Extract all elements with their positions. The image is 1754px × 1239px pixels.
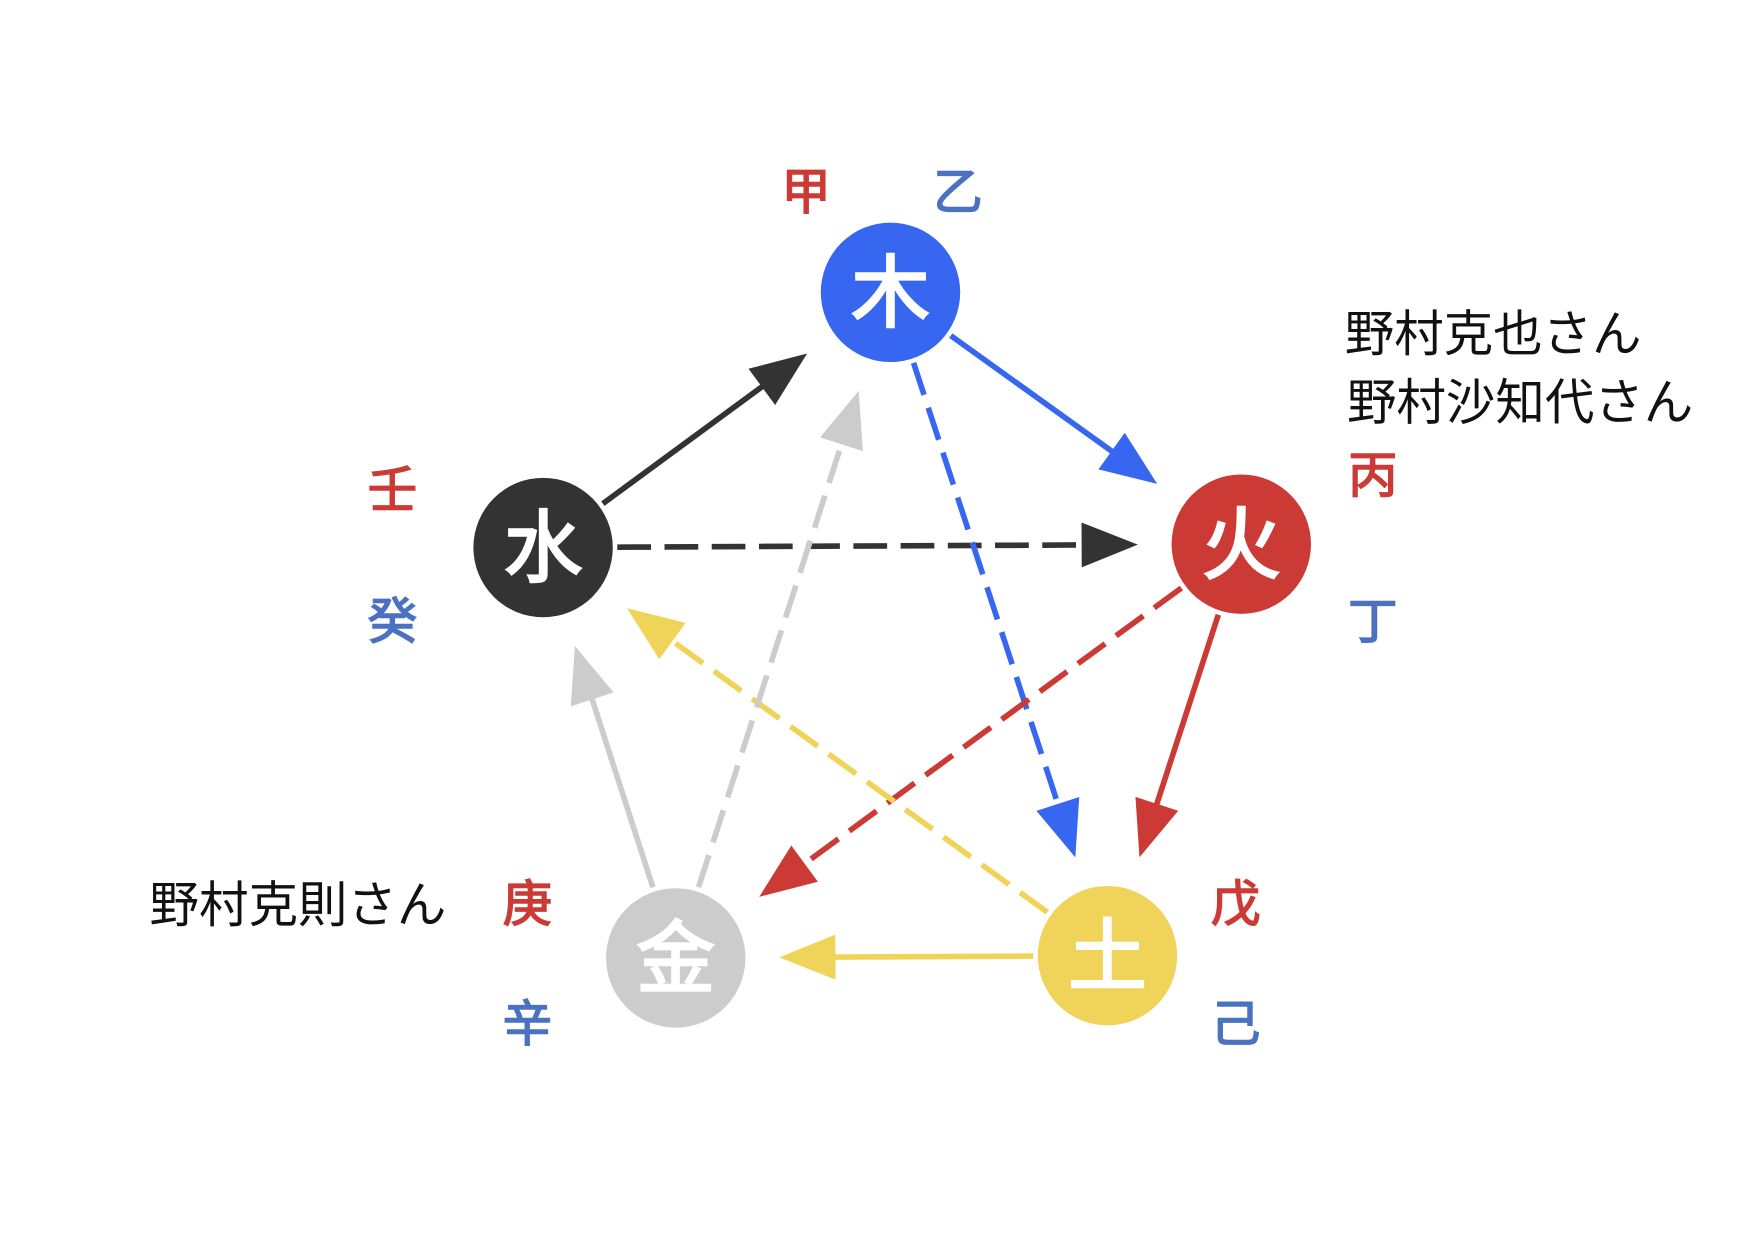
node-earth: 土 [1037, 885, 1178, 1026]
node-metal-label: 金 [635, 912, 715, 1005]
node-water: 水 [473, 477, 613, 618]
arrowhead-icon [1135, 796, 1179, 858]
edge-earth-to-metal [812, 953, 1034, 961]
stem-wu: 戊 [1211, 875, 1260, 933]
arrowhead-icon [1081, 522, 1138, 568]
stem-geng: 庚 [503, 875, 552, 933]
arrowhead-icon [759, 845, 818, 897]
node-fire: 火 [1171, 474, 1311, 614]
person-sachiyo: 野村沙知代さん [1347, 373, 1693, 431]
arrowhead-icon [820, 390, 863, 452]
stem-ren: 壬 [368, 461, 417, 519]
arrowhead-icon [1098, 432, 1158, 484]
arrowhead-icon [570, 645, 614, 707]
stem-gui: 癸 [368, 593, 418, 651]
stem-ji: 己 [1211, 995, 1260, 1053]
stem-ding: 丁 [1348, 593, 1397, 651]
edge-metal-to-water [582, 677, 656, 889]
node-wood: 木 [820, 222, 961, 363]
edge-metal-to-wood [695, 422, 852, 889]
edge-wood-to-fire [949, 333, 1132, 467]
edges [570, 333, 1222, 980]
node-wood-label: 木 [851, 246, 930, 339]
person-katsunori: 野村克則さん [150, 876, 447, 934]
stem-bing: 丙 [1348, 446, 1397, 504]
arrowhead-icon [748, 353, 808, 405]
node-metal: 金 [606, 888, 746, 1028]
stem-jia: 甲 [781, 163, 830, 221]
node-water-label: 水 [504, 502, 583, 595]
node-earth-label: 土 [1068, 910, 1147, 1003]
arrowhead-icon [1036, 796, 1080, 858]
edge-water-to-wood [601, 371, 782, 506]
arrowhead-icon [779, 934, 836, 980]
stem-xin: 辛 [503, 995, 552, 1053]
stem-yi: 乙 [933, 163, 982, 221]
edge-earth-to-water [652, 625, 1050, 915]
edge-fire-to-earth [1147, 613, 1222, 827]
edge-wood-to-earth [910, 361, 1068, 827]
edge-water-to-fire [617, 542, 1105, 550]
node-fire-label: 火 [1202, 498, 1281, 591]
arrowhead-icon [626, 608, 686, 660]
edge-fire-to-metal [784, 585, 1184, 880]
person-katsuya: 野村克也さん [1345, 305, 1642, 363]
